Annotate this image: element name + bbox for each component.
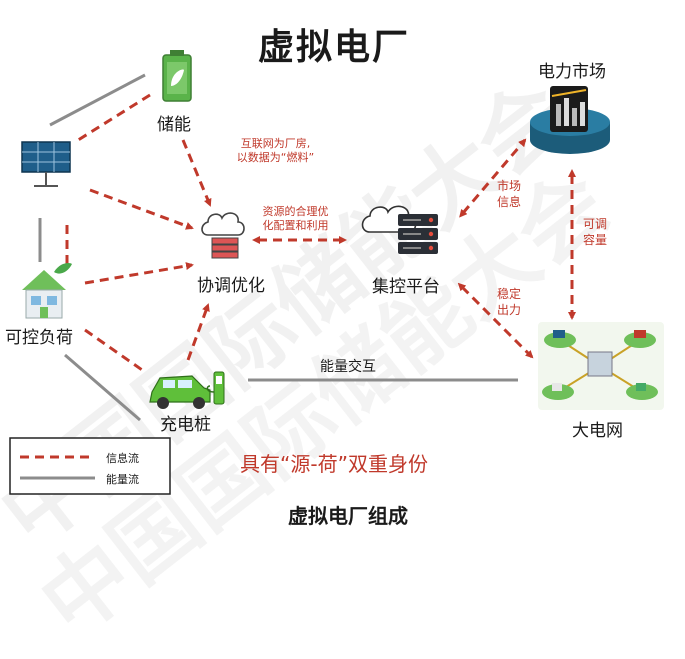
annotation-market-info: 市场 信息	[494, 178, 524, 210]
info-line-solar-coord	[89, 188, 194, 230]
annotation-resource: 资源的合理优 化配置和利用	[248, 205, 343, 233]
annotation-adjustable-line2: 容量	[582, 233, 607, 247]
subtitle-source-load: 具有“源-荷”双重身份	[240, 452, 428, 476]
energy-line-load-charger	[64, 353, 141, 422]
charging-car-icon	[149, 371, 225, 409]
legend-energy-label: 能量流	[106, 473, 139, 486]
annotation-market-info-line1: 市场	[496, 179, 521, 193]
annotation-adjustable: 可调 容量	[580, 216, 610, 248]
annotation-internet-line1: 互联网为厂房,	[240, 137, 311, 150]
annotation-internet-line2: 以数据为“燃料”	[236, 151, 315, 164]
info-line-load-charger	[84, 328, 146, 374]
info-flow-lines	[65, 93, 576, 374]
energy-flow-lines	[38, 73, 518, 422]
annotation-resource-line1: 资源的合理优	[262, 205, 329, 218]
label-storage: 储能	[157, 115, 191, 135]
label-charging-pile: 充电桩	[160, 415, 211, 435]
grid-icon	[538, 322, 664, 410]
label-controllable-load: 可控负荷	[5, 328, 73, 348]
annotation-stable-output-line1: 稳定	[496, 287, 521, 301]
annotation-adjustable-line1: 可调	[582, 217, 607, 231]
solar-panel-icon	[21, 141, 71, 187]
legend-info-label: 信息流	[106, 452, 139, 465]
diagram-canvas	[9, 50, 664, 495]
label-grid: 大电网	[572, 421, 623, 441]
figure-caption: 虚拟电厂组成	[288, 504, 408, 528]
cloud-server-icon	[201, 212, 245, 259]
page-title: 虚拟电厂	[258, 27, 411, 68]
annotation-internet: 互联网为厂房, 以数据为“燃料”	[218, 137, 333, 165]
annotation-resource-line2: 化配置和利用	[262, 219, 329, 232]
label-power-market: 电力市场	[538, 62, 606, 82]
server-stack-icon	[361, 205, 438, 254]
label-control-platform: 集控平台	[372, 277, 440, 297]
info-line-platform-grid	[457, 282, 534, 359]
power-market-icon	[530, 86, 610, 154]
annotation-energy-exchange: 能量交互	[320, 359, 376, 375]
annotation-market-info-line2: 信息	[496, 195, 521, 209]
house-icon	[22, 262, 72, 319]
info-line-platform-market	[459, 138, 527, 218]
info-line-load-coord	[84, 262, 194, 285]
info-line-storage-coord	[181, 139, 212, 207]
annotation-stable-output: 稳定 出力	[494, 286, 524, 318]
annotation-stable-output-line2: 出力	[496, 303, 521, 317]
legend	[9, 437, 171, 495]
energy-line-solar-storage	[49, 73, 146, 127]
battery-icon	[162, 50, 192, 102]
info-line-storage-solar	[74, 93, 151, 144]
label-coordination: 协调优化	[197, 276, 265, 296]
info-line-charger-coord	[186, 303, 210, 361]
